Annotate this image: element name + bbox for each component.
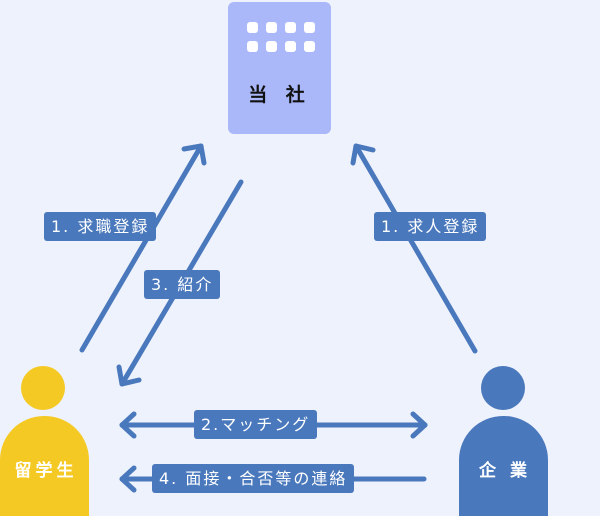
label-interview-result-contact: 4. 面接・合否等の連絡	[152, 464, 355, 493]
label-job-offer-registration: 1. 求人登録	[374, 212, 487, 241]
student-body-icon	[0, 416, 89, 516]
company-hq-label: 当 社	[248, 84, 311, 106]
student-head-icon	[21, 366, 65, 410]
label-introduction: 3. 紹介	[144, 270, 221, 299]
label-job-seeker-registration: 1. 求職登録	[44, 212, 157, 241]
company-head-icon	[481, 366, 525, 410]
arrow-job-offer-registration	[350, 143, 478, 354]
student-label: 留学生	[14, 461, 78, 481]
company-body-icon	[459, 416, 548, 516]
company-label: 企 業	[479, 461, 531, 481]
arrow-job-seeker-registration	[79, 143, 207, 353]
label-matching: 2.マッチング	[194, 410, 318, 439]
office-building-icon	[247, 22, 317, 52]
company-hq-node: 当 社	[228, 2, 331, 134]
